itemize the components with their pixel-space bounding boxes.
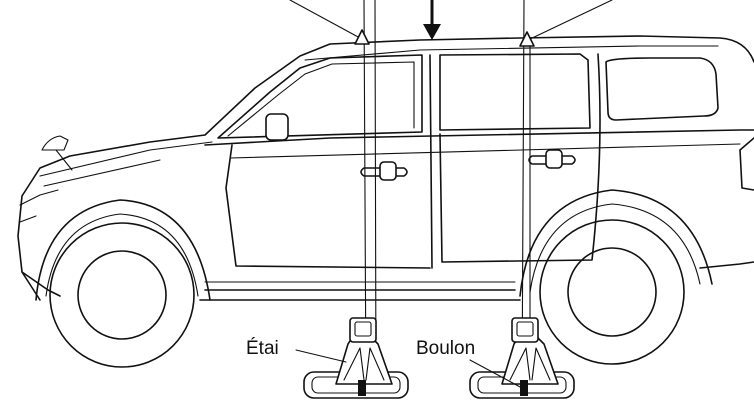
label-bolt: Boulon <box>416 338 523 389</box>
lift-guides <box>289 0 613 397</box>
label-bolt-text: Boulon <box>416 338 475 359</box>
jack-stand-front <box>303 317 409 399</box>
door-handle-rear <box>528 149 576 169</box>
side-mirror <box>265 113 289 141</box>
label-stand: Étai <box>246 338 347 363</box>
jack-stand-rear <box>469 317 575 399</box>
lift-point-marker-rear <box>519 31 535 47</box>
lift-point-marker-front <box>354 29 370 45</box>
door-handle-front <box>360 161 408 181</box>
rear-wheel <box>519 189 713 365</box>
door-lines <box>225 53 601 269</box>
window-middle <box>439 53 591 131</box>
load-direction-arrow <box>423 0 441 40</box>
front-wheel <box>35 199 211 368</box>
window-front <box>217 54 423 139</box>
label-stand-text: Étai <box>246 338 279 359</box>
window-rear <box>605 57 719 121</box>
